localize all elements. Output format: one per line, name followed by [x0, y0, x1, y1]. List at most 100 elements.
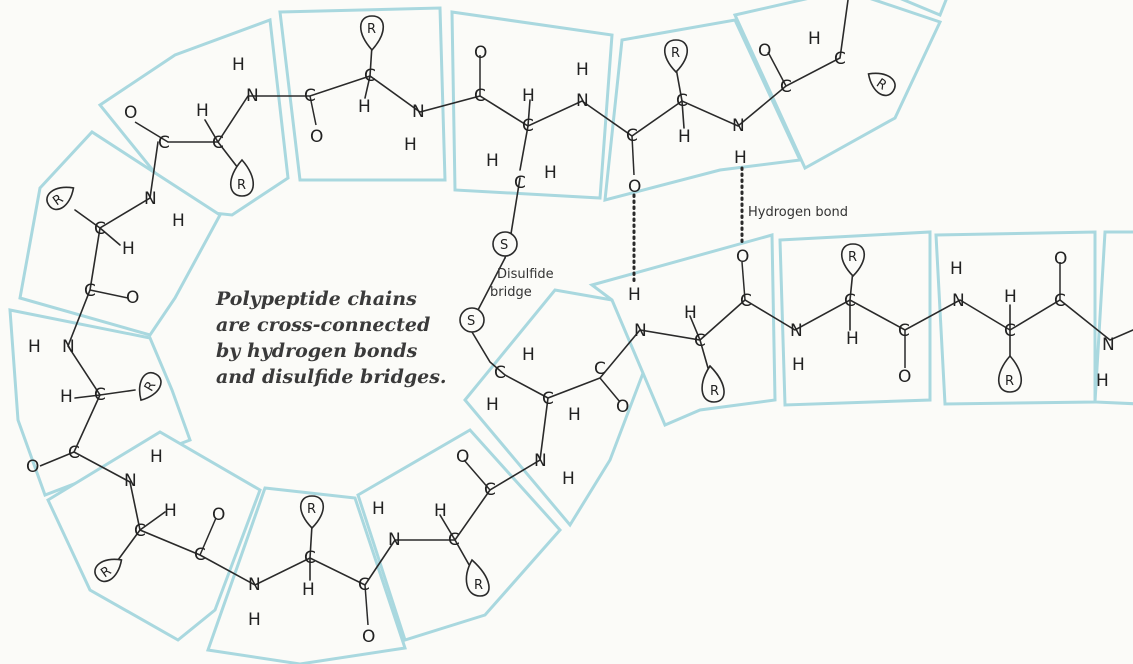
svg-text:N: N — [412, 102, 425, 122]
svg-text:N: N — [634, 321, 647, 341]
caption-line: and disulfide bridges. — [216, 366, 447, 388]
svg-text:C: C — [194, 545, 206, 565]
svg-text:R: R — [237, 178, 246, 193]
svg-text:C: C — [522, 116, 534, 136]
backbone-bonds — [39, 0, 1133, 626]
sulfur-atom: S — [459, 307, 485, 333]
svg-text:O: O — [212, 505, 225, 525]
svg-text:N: N — [732, 116, 745, 136]
svg-text:O: O — [628, 177, 641, 197]
svg-text:H: H — [568, 405, 581, 425]
svg-text:R: R — [307, 502, 316, 517]
svg-text:C: C — [494, 363, 506, 383]
disulfide-bridge-label-line2: bridge — [490, 285, 532, 300]
svg-text:N: N — [534, 451, 547, 471]
atom-labels: H N C O C H N H C O H C H C H H N C O C … — [26, 29, 1115, 647]
svg-text:C: C — [626, 126, 638, 146]
svg-text:H: H — [232, 55, 245, 75]
residue-box — [732, 0, 943, 171]
r-group: R — [867, 72, 896, 97]
r-group: R — [94, 558, 123, 583]
svg-text:H: H — [1096, 371, 1109, 391]
svg-text:R: R — [710, 384, 719, 399]
svg-text:H: H — [122, 239, 135, 259]
svg-text:C: C — [94, 385, 106, 405]
residue-box — [900, 0, 948, 17]
r-group: R — [359, 15, 385, 52]
svg-text:O: O — [456, 447, 469, 467]
disulfide-bridge-label-line1: Disulfide — [497, 267, 554, 282]
svg-text:R: R — [474, 578, 483, 593]
svg-text:H: H — [486, 395, 499, 415]
svg-text:O: O — [1054, 249, 1067, 269]
svg-text:C: C — [358, 575, 370, 595]
caption-line: by hydrogen bonds — [216, 340, 418, 362]
svg-text:N: N — [246, 86, 259, 106]
svg-text:O: O — [474, 43, 487, 63]
svg-text:H: H — [1004, 287, 1017, 307]
svg-text:N: N — [124, 471, 137, 491]
svg-text:R: R — [671, 46, 680, 61]
r-group: R — [663, 39, 689, 74]
svg-text:C: C — [134, 521, 146, 541]
svg-text:H: H — [248, 610, 261, 630]
caption-line: are cross-connected — [216, 314, 430, 336]
svg-text:C: C — [844, 291, 856, 311]
svg-text:H: H — [792, 355, 805, 375]
residue-boxes — [8, 0, 1133, 664]
svg-text:H: H — [522, 345, 535, 365]
residue-box — [588, 233, 777, 427]
svg-text:S: S — [467, 314, 475, 329]
svg-text:N: N — [144, 189, 157, 209]
svg-text:N: N — [576, 91, 589, 111]
residue-box — [18, 130, 222, 337]
svg-text:O: O — [124, 103, 137, 123]
sulfur-atom: S — [492, 231, 518, 257]
svg-text:C: C — [694, 331, 706, 351]
svg-text:O: O — [736, 247, 749, 267]
svg-text:C: C — [158, 133, 170, 153]
svg-text:H: H — [950, 259, 963, 279]
svg-text:H: H — [196, 101, 209, 121]
svg-text:H: H — [372, 499, 385, 519]
svg-text:C: C — [484, 480, 496, 500]
svg-text:H: H — [846, 329, 859, 349]
svg-text:N: N — [388, 530, 401, 550]
svg-text:C: C — [68, 443, 80, 463]
caption: Polypeptide chains are cross-connected b… — [215, 288, 447, 388]
svg-text:C: C — [514, 173, 526, 193]
svg-text:C: C — [834, 49, 846, 69]
svg-text:C: C — [780, 77, 792, 97]
svg-text:H: H — [522, 86, 535, 106]
residue-box — [1093, 230, 1133, 406]
svg-text:N: N — [248, 575, 261, 595]
svg-text:O: O — [616, 397, 629, 417]
svg-text:H: H — [28, 337, 41, 357]
svg-text:H: H — [808, 29, 821, 49]
residue-box — [778, 230, 932, 407]
svg-text:C: C — [448, 530, 460, 550]
svg-text:C: C — [1004, 321, 1016, 341]
svg-text:C: C — [594, 359, 606, 379]
svg-text:C: C — [740, 291, 752, 311]
svg-text:H: H — [358, 97, 371, 117]
hydrogen-bonds — [632, 166, 744, 287]
residue-box — [278, 6, 447, 182]
svg-text:R: R — [848, 250, 857, 265]
svg-text:N: N — [1102, 335, 1115, 355]
svg-text:C: C — [474, 86, 486, 106]
residue-box — [205, 486, 407, 664]
svg-text:C: C — [84, 281, 96, 301]
svg-text:C: C — [676, 91, 688, 111]
svg-text:N: N — [62, 337, 75, 357]
svg-text:H: H — [562, 469, 575, 489]
svg-text:C: C — [898, 321, 910, 341]
svg-text:O: O — [126, 288, 139, 308]
svg-text:C: C — [94, 219, 106, 239]
svg-text:H: H — [486, 151, 499, 171]
svg-text:H: H — [678, 127, 691, 147]
svg-text:H: H — [434, 501, 447, 521]
r-group: R — [840, 243, 866, 278]
r-group: R — [229, 158, 255, 197]
svg-text:O: O — [758, 41, 771, 61]
